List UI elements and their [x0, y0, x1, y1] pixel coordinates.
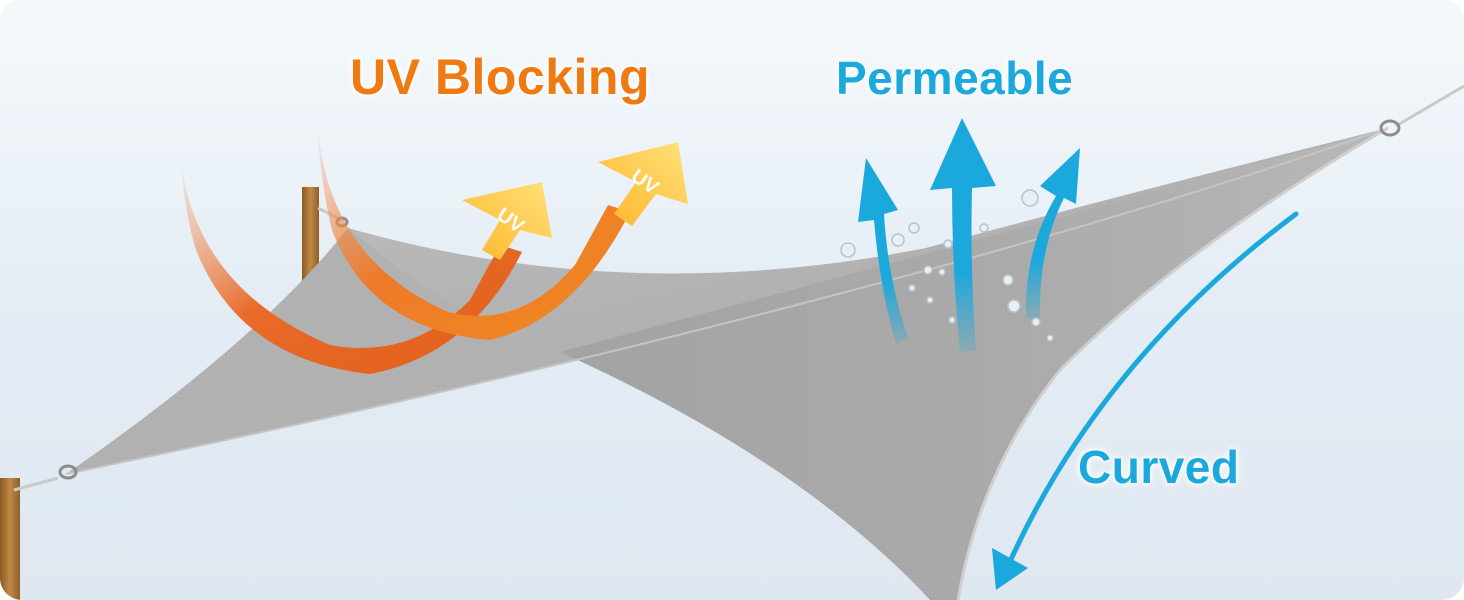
permeable-label: Permeable — [836, 52, 1074, 104]
uv-blocking-label: UV Blocking — [350, 49, 650, 105]
sky-highlight — [0, 0, 1464, 300]
curved-arrow-icon — [992, 211, 1299, 590]
shade-sail-back — [348, 128, 1388, 352]
wooden-post-left — [0, 478, 20, 600]
permeable-arrows — [858, 118, 1080, 352]
uv-ray-arrows: UV UV — [182, 130, 688, 374]
water-droplets — [840, 189, 1054, 342]
curved-label: Curved — [1078, 441, 1240, 493]
